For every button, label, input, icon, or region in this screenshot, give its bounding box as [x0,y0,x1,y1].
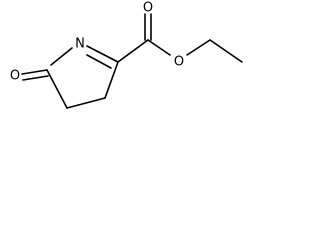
bond-c2-n-double-outer [86,45,119,63]
atom-o-ether: O [174,55,184,70]
bond-c5-o-ketone-b [22,75,49,81]
bond-o-ch2 [186,39,211,56]
bond-c2-n-double-inner [86,54,112,69]
atom-o-carbonyl: O [143,1,153,16]
atom-n-ring: N [75,37,85,52]
bond-n-c5 [50,47,73,66]
bond-ch2-ch3 [209,39,243,63]
bond-ch2a-ch2b [66,97,106,109]
bond-ch2b-c2 [104,61,119,99]
bond-c5-ch2a [46,69,68,109]
ethyl-5-oxo-pyrroline-carboxylate-structure: O N O O [10,1,243,109]
bond-c2-ccarbonyl [117,39,149,63]
bond-ccarbonyl-o-ether [147,39,171,56]
atom-o-ketone: O [10,69,20,84]
bond-c5-o-ketone-a [21,69,48,75]
